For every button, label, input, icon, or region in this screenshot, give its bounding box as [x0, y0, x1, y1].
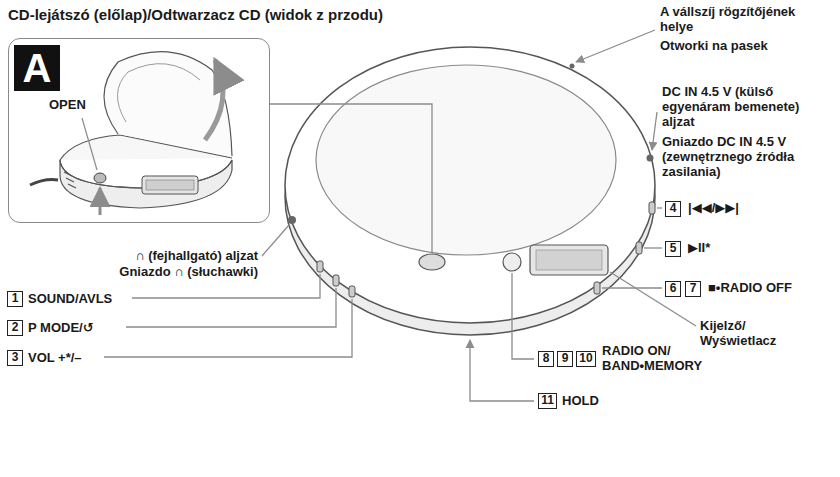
callout-number: 7	[685, 281, 701, 297]
display-window	[530, 245, 608, 275]
callout-text: 1	[12, 291, 19, 305]
button-name: ■•RADIO OFF	[708, 280, 836, 295]
callout-text: 3	[12, 350, 19, 364]
callout-number: 9	[557, 351, 573, 367]
button-name: |◀◀/▶▶|	[688, 200, 828, 215]
callout-number: 11	[538, 393, 557, 409]
button-name: RADIO ON/ BAND•MEMORY	[602, 343, 752, 373]
callout-text: 8	[543, 351, 550, 365]
callout-text: 5	[670, 241, 677, 255]
callout-number: 2	[7, 320, 23, 336]
callout-number: 8	[538, 351, 554, 367]
button-name: VOL +*/–	[28, 350, 138, 365]
button-name: ▶II*	[688, 240, 828, 255]
callout-number: 3	[7, 350, 23, 366]
callout-number: 5	[665, 241, 681, 257]
button-name: SOUND/AVLS	[28, 291, 138, 306]
part-name: Kijelző/ Wyświetlacz	[700, 318, 810, 348]
part-name: A vállszíj rögzítőjének helye	[660, 4, 800, 34]
headphone-jack	[288, 216, 296, 224]
inset-panel: A OPEN	[8, 38, 270, 223]
callout-text: 4	[670, 201, 677, 215]
switch-name: HOLD	[562, 393, 682, 408]
callout-number: 10	[576, 351, 596, 367]
inset-letter: A	[14, 45, 60, 91]
callout-text: 6	[670, 281, 677, 295]
button-name: P MODE/↺	[28, 320, 138, 335]
open-button	[419, 254, 445, 270]
figure-letter: A	[23, 46, 52, 90]
inset-player-sketch	[30, 52, 232, 215]
callout-text: 10	[579, 351, 592, 365]
button-label: OPEN	[49, 97, 86, 112]
dc-jack	[647, 155, 654, 162]
part-name: DC IN 4.5 V (külső egyenáram bemenete) a…	[662, 84, 822, 129]
part-name: ∩ (fejhallgató) aljzat	[40, 248, 258, 263]
callout-number: 6	[665, 281, 681, 297]
callout-number: 1	[7, 291, 23, 307]
callout-text: 9	[562, 351, 569, 365]
callout-text: 7	[690, 281, 697, 295]
callout-text: 11	[541, 393, 554, 407]
part-name: Gniazdo DC IN 4.5 V (zewnętrznego źródła…	[662, 134, 834, 179]
part-name: Otworki na pasek	[660, 38, 830, 53]
callout-text: 2	[12, 320, 19, 334]
part-name: Gniazdo ∩ (słuchawki)	[40, 264, 258, 279]
diagram-title: CD-lejátszó (előlap)/Odtwarzacz CD (wido…	[8, 6, 383, 24]
callout-number: 4	[665, 201, 681, 217]
cd-player-body	[285, 47, 655, 335]
radio-button	[503, 253, 521, 271]
